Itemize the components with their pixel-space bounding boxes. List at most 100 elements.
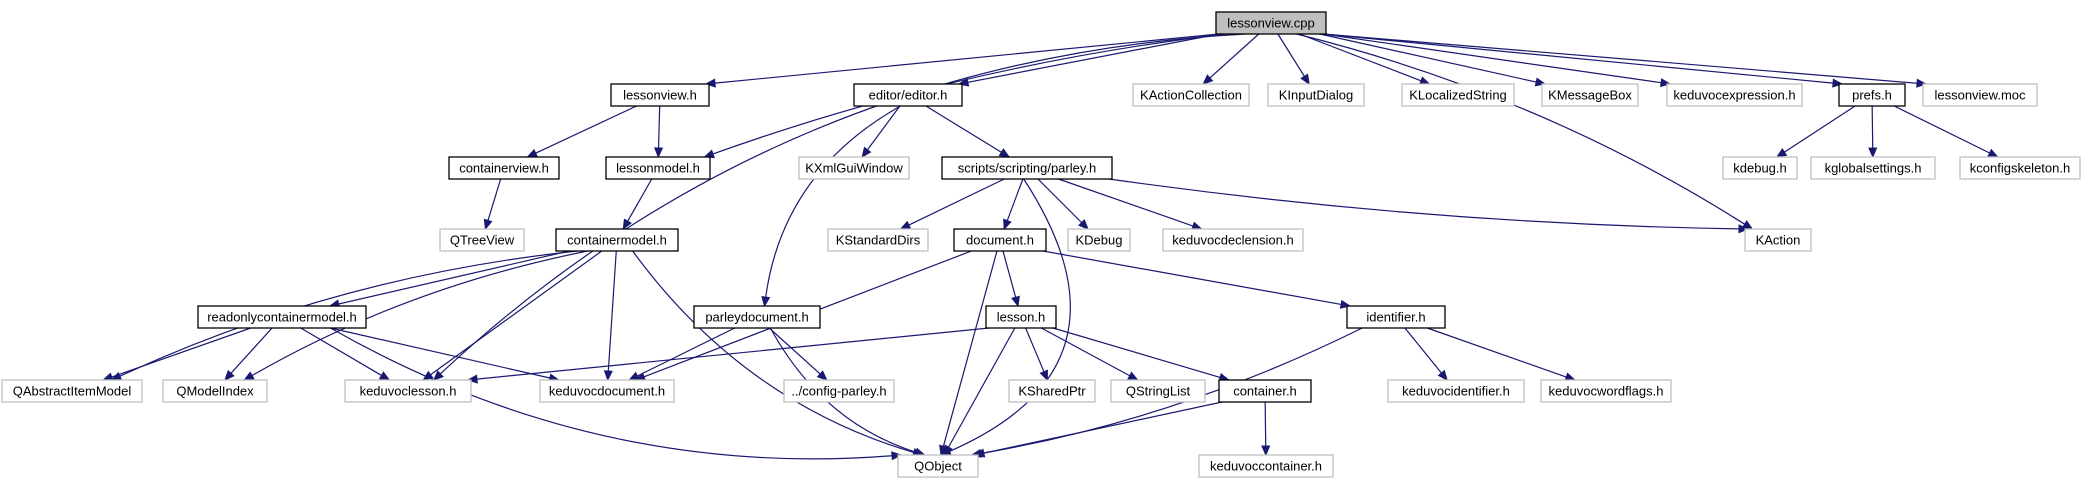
node-keduvocidentifier: keduvocidentifier.h xyxy=(1387,379,1525,403)
edge-lessonview_cpp-to-kaction xyxy=(1296,33,1754,230)
node-label: document.h xyxy=(966,233,1034,248)
edge-lessonview_cpp-to-kactioncollection xyxy=(1202,33,1260,85)
node-label: QAbstractItemModel xyxy=(13,384,132,399)
node-label: KMessageBox xyxy=(1548,88,1632,103)
node-containermodel-h[interactable]: containermodel.h xyxy=(555,228,679,252)
node-label: KInputDialog xyxy=(1279,88,1353,103)
node-kglobalsettings: kglobalsettings.h xyxy=(1810,156,1936,180)
node-label: KActionCollection xyxy=(1140,88,1242,103)
node-kactioncollection: KActionCollection xyxy=(1132,83,1250,107)
edge-identifier_h-to-keduvocwordflags xyxy=(1427,327,1576,382)
node-label: KXmlGuiWindow xyxy=(805,161,903,176)
node-label: container.h xyxy=(1233,384,1297,399)
edge-container_h-to-qobject xyxy=(973,401,1223,458)
node-containerview-h[interactable]: containerview.h xyxy=(448,156,560,180)
node-keduvoclesson: keduvoclesson.h xyxy=(344,379,472,403)
node-label: kglobalsettings.h xyxy=(1825,161,1922,176)
node-label: containerview.h xyxy=(459,161,549,176)
node-label: editor/editor.h xyxy=(869,88,948,103)
node-label: keduvoccontainer.h xyxy=(1210,459,1322,474)
edge-document_h-to-qobject xyxy=(939,250,998,457)
node-label: lessonview.cpp xyxy=(1227,16,1314,31)
edge-lessonmodel_h-to-containermodel_h xyxy=(622,178,653,231)
edge-readonlycontainermodel_h-to-qobject xyxy=(330,327,903,461)
edge-lesson_h-to-qstringlist xyxy=(1041,327,1139,381)
node-label: keduvocexpression.h xyxy=(1673,88,1795,103)
node-kdebug: KDebug xyxy=(1067,228,1131,252)
node-kxmlguiwindow: KXmlGuiWindow xyxy=(798,156,910,180)
node-keduvocexpression: keduvocexpression.h xyxy=(1666,83,1803,107)
edge-editor_h-to-parley_h xyxy=(925,105,1011,158)
node-keduvocdeclension: keduvocdeclension.h xyxy=(1162,228,1304,252)
node-label: scripts/scripting/parley.h xyxy=(958,161,1096,176)
edge-readonlycontainermodel_h-to-keduvocdocument xyxy=(330,327,560,383)
node-label: QObject xyxy=(914,459,962,474)
node-qabstractitemmodel: QAbstractItemModel xyxy=(1,379,143,403)
node-label: KAction xyxy=(1756,233,1801,248)
edge-parleydocument_h-to-config_parley xyxy=(768,327,828,381)
edge-parley_h-to-keduvocdeclension xyxy=(1058,178,1203,231)
node-lessonview-cpp[interactable]: lessonview.cpp xyxy=(1215,11,1327,35)
node-parleydocument-h[interactable]: parleydocument.h xyxy=(693,305,821,329)
node-config-parley: ../config-parley.h xyxy=(783,379,895,403)
node-parley-h[interactable]: scripts/scripting/parley.h xyxy=(941,156,1113,180)
node-label: lessonmodel.h xyxy=(616,161,700,176)
node-label: keduvoclesson.h xyxy=(360,384,457,399)
node-label: keduvocidentifier.h xyxy=(1402,384,1510,399)
node-container-h[interactable]: container.h xyxy=(1218,379,1312,403)
node-document-h[interactable]: document.h xyxy=(953,228,1047,252)
edge-identifier_h-to-keduvocidentifier xyxy=(1404,327,1448,381)
edge-lesson_h-to-container_h xyxy=(1052,327,1230,382)
edge-lessonview_cpp-to-keduvoclesson xyxy=(432,33,1246,381)
node-identifier-h[interactable]: identifier.h xyxy=(1346,305,1446,329)
node-lesson-h[interactable]: lesson.h xyxy=(985,305,1057,329)
node-label: parleydocument.h xyxy=(705,310,808,325)
edge-prefs_h-to-kdebug_h xyxy=(1775,105,1856,158)
edge-lessonview_h-to-containerview_h xyxy=(526,105,637,158)
nodes-layer: lessonview.cpp lessonview.h editor/editor.… xyxy=(1,11,2081,478)
node-keduvoccontainer: keduvoccontainer.h xyxy=(1198,454,1334,478)
node-keduvocdocument: keduvocdocument.h xyxy=(539,379,675,403)
node-kmessagebox: KMessageBox xyxy=(1541,83,1639,107)
edge-containermodel_h-to-keduvocdocument xyxy=(603,250,617,382)
edges-layer xyxy=(102,33,1999,461)
edge-parleydocument_h-to-keduvocdocument xyxy=(628,327,735,381)
node-label: identifier.h xyxy=(1366,310,1425,325)
node-lessonmodel-h[interactable]: lessonmodel.h xyxy=(605,156,711,180)
node-lessonview-h[interactable]: lessonview.h xyxy=(610,83,710,107)
edge-lesson_h-to-ksharedptr xyxy=(1025,327,1048,382)
edge-lessonview_cpp-to-editor_h xyxy=(957,33,1220,87)
node-label: KLocalizedString xyxy=(1409,88,1507,103)
edge-document_h-to-lesson_h xyxy=(1002,250,1020,308)
edge-editor_h-to-kxmlguiwindow xyxy=(861,105,901,159)
node-ksharedptr: KSharedPtr xyxy=(1008,379,1096,403)
node-label: KSharedPtr xyxy=(1018,384,1086,399)
node-label: readonlycontainermodel.h xyxy=(207,310,357,325)
edge-containermodel_h-to-readonlycontainermodel_h xyxy=(328,250,570,309)
node-label: QTreeView xyxy=(450,233,515,248)
node-qmodelindex: QModelIndex xyxy=(162,379,268,403)
node-label: lesson.h xyxy=(997,310,1045,325)
node-label: keduvocdeclension.h xyxy=(1172,233,1293,248)
edge-parley_h-to-kdebug xyxy=(1037,178,1089,230)
node-label: KStandardDirs xyxy=(836,233,921,248)
node-editor-h[interactable]: editor/editor.h xyxy=(853,83,963,107)
edge-readonlycontainermodel_h-to-qmodelindex xyxy=(224,327,273,381)
node-klocalizedstring: KLocalizedString xyxy=(1401,83,1515,107)
edge-lesson_h-to-keduvoclesson xyxy=(466,327,990,384)
edge-lessonview_cpp-to-lessonview_moc xyxy=(1322,33,1928,88)
edge-parley_h-to-document_h xyxy=(1003,178,1024,231)
node-label: kconfigskeleton.h xyxy=(1970,161,2070,176)
node-label: keduvocdocument.h xyxy=(549,384,665,399)
edge-lessonview_cpp-to-prefs_h xyxy=(1322,33,1844,88)
node-prefs-h[interactable]: prefs.h xyxy=(1838,83,1906,107)
edge-lessonview_cpp-to-kmessagebox xyxy=(1319,33,1547,87)
node-kdebug-h: kdebug.h xyxy=(1722,156,1798,180)
node-label: keduvocwordflags.h xyxy=(1549,384,1664,399)
node-readonlycontainermodel-h[interactable]: readonlycontainermodel.h xyxy=(197,305,367,329)
edge-lessonview_h-to-lessonmodel_h xyxy=(654,105,664,159)
node-lessonview-moc: lessonview.moc xyxy=(1922,83,2038,107)
node-label: containermodel.h xyxy=(567,233,667,248)
node-kaction: KAction xyxy=(1744,228,1812,252)
